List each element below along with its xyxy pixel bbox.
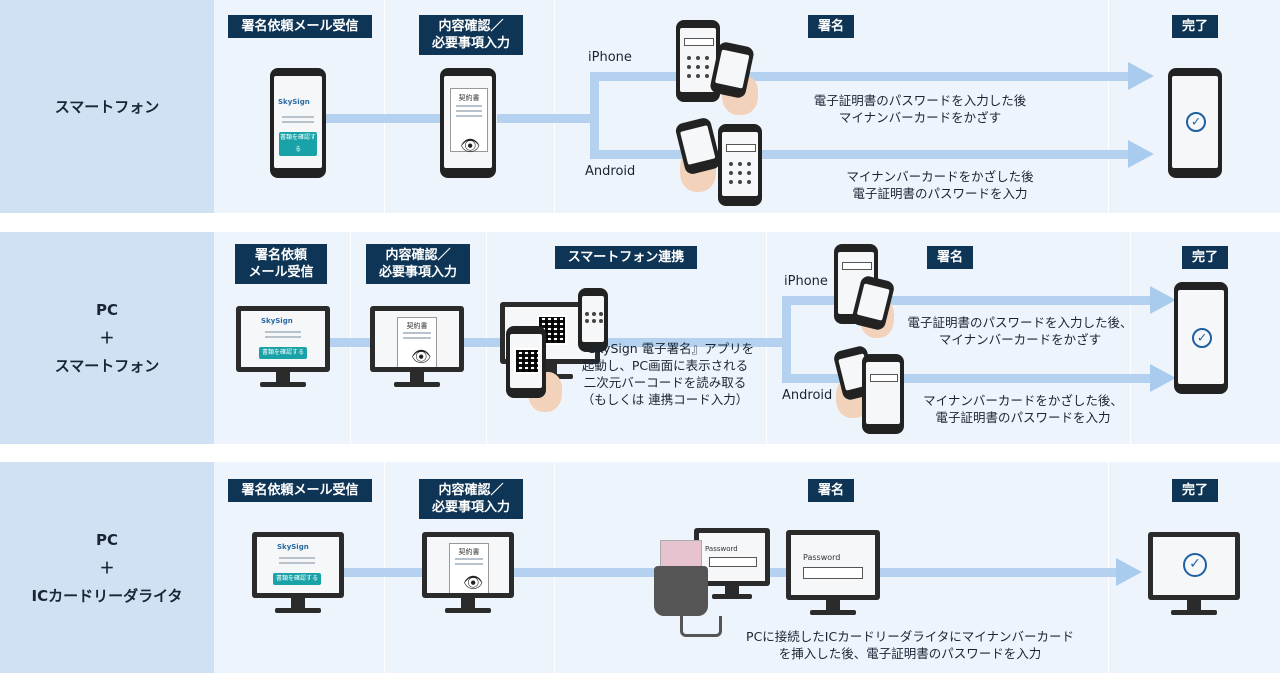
confirm-phone: 契約書 👁 bbox=[440, 68, 496, 178]
link-phone bbox=[578, 288, 608, 352]
flow-line bbox=[782, 296, 1152, 305]
check-icon: ✓ bbox=[1186, 112, 1206, 132]
step-mail: 署名依頼メール受信 bbox=[228, 15, 372, 38]
eye-check-icon: 👁 bbox=[463, 573, 484, 592]
step-done: 完了 bbox=[1172, 15, 1218, 38]
mail-confirm-button: 書類を確認する bbox=[259, 347, 307, 359]
skysign-logo: SkySign bbox=[277, 543, 309, 551]
step-mail: 署名依頼メール受信 bbox=[228, 479, 372, 502]
confirm-monitor: 契約書 👁 bbox=[422, 532, 514, 614]
flow-line bbox=[497, 114, 594, 123]
flow-line bbox=[600, 338, 790, 347]
row-label: PC ＋ ICカードリーダライタ bbox=[0, 462, 214, 673]
flow-arrow bbox=[1116, 558, 1142, 586]
android-device bbox=[718, 124, 762, 206]
eye-check-icon: 👁 bbox=[460, 136, 481, 155]
step-mail: 署名依頼 メール受信 bbox=[235, 244, 327, 284]
android-label: Android bbox=[585, 164, 636, 179]
iphone-label: iPhone bbox=[588, 50, 632, 65]
password-label: Password bbox=[705, 545, 738, 553]
done-monitor: ✓ bbox=[1148, 532, 1240, 616]
column-divider bbox=[1108, 462, 1109, 673]
row-label: スマートフォン bbox=[0, 0, 214, 213]
password-field bbox=[709, 557, 757, 567]
done-phone: ✓ bbox=[1174, 282, 1228, 394]
iphone-label: iPhone bbox=[784, 274, 828, 289]
column-divider bbox=[384, 462, 385, 673]
android-label: Android bbox=[782, 388, 833, 403]
row-label: PC ＋ スマートフォン bbox=[0, 232, 214, 444]
contract-document: 契約書 bbox=[449, 543, 489, 593]
done-phone: ✓ bbox=[1168, 68, 1222, 178]
eye-check-icon: 👁 bbox=[411, 347, 432, 366]
step-confirm: 内容確認／ 必要事項入力 bbox=[419, 15, 523, 55]
ic-card-reader-icon bbox=[654, 566, 708, 616]
check-icon: ✓ bbox=[1192, 328, 1212, 348]
contract-document: 契約書 bbox=[450, 88, 488, 152]
step-sign: 署名 bbox=[808, 15, 854, 38]
row-smartphone: スマートフォン 署名依頼メール受信 内容確認／ 必要事項入力 署名 完了 Sky… bbox=[0, 0, 1280, 213]
keypad-icon bbox=[585, 312, 603, 334]
row-pc-smartphone: PC ＋ スマートフォン 署名依頼 メール受信 内容確認／ 必要事項入力 スマー… bbox=[0, 232, 1280, 444]
keypad-icon bbox=[687, 56, 713, 86]
column-divider bbox=[554, 462, 555, 673]
column-divider bbox=[384, 0, 385, 213]
password-field bbox=[803, 567, 863, 579]
flow-arrow bbox=[1150, 286, 1176, 314]
flow-line bbox=[325, 114, 440, 123]
contract-title: 契約書 bbox=[458, 548, 480, 556]
mail-monitor: SkySign 書類を確認する bbox=[252, 532, 344, 614]
iphone-caption: 電子証明書のパスワードを入力した後 マイナンバーカードをかざす bbox=[813, 93, 1027, 125]
mail-confirm-button: 書類を確認する bbox=[273, 573, 321, 585]
step-link: スマートフォン連携 bbox=[555, 246, 697, 269]
password-label: Password bbox=[803, 553, 841, 562]
android-device bbox=[862, 354, 904, 434]
flow-line bbox=[782, 374, 1152, 383]
flow-line bbox=[462, 338, 502, 347]
confirm-monitor: 契約書 👁 bbox=[370, 306, 464, 388]
mail-phone: SkySign 書類を確認する bbox=[270, 68, 326, 178]
sign-monitor: Password bbox=[786, 530, 880, 616]
reader-cable bbox=[680, 616, 722, 637]
flow-arrow bbox=[1128, 62, 1154, 90]
column-divider bbox=[554, 0, 555, 213]
flow-arrow bbox=[1150, 364, 1176, 392]
step-confirm: 内容確認／ 必要事項入力 bbox=[419, 479, 523, 519]
sign-caption: PCに接続したICカードリーダライタにマイナンバーカード を挿入した後、電子証明… bbox=[746, 629, 1074, 661]
skysign-logo: SkySign bbox=[278, 98, 310, 106]
skysign-logo: SkySign bbox=[261, 317, 293, 325]
column-divider bbox=[1108, 0, 1109, 213]
step-done: 完了 bbox=[1172, 479, 1218, 502]
step-sign: 署名 bbox=[808, 479, 854, 502]
flow-line bbox=[318, 338, 378, 347]
flow-line bbox=[590, 150, 1130, 159]
flow-branch bbox=[782, 298, 791, 382]
mail-confirm-button: 書類を確認する bbox=[279, 132, 317, 156]
contract-document: 契約書 bbox=[397, 317, 437, 367]
qr-code bbox=[514, 348, 540, 374]
flow-line bbox=[590, 72, 1130, 81]
scanning-phone bbox=[506, 326, 546, 398]
contract-title: 契約書 bbox=[406, 322, 428, 330]
iphone-caption: 電子証明書のパスワードを入力した後、 マイナンバーカードをかざす bbox=[907, 315, 1133, 347]
check-icon: ✓ bbox=[1183, 553, 1207, 577]
android-caption: マイナンバーカードをかざした後 電子証明書のパスワードを入力 bbox=[846, 169, 1034, 201]
row-pc-ic-reader: PC ＋ ICカードリーダライタ 署名依頼メール受信 内容確認／ 必要事項入力 … bbox=[0, 462, 1280, 673]
step-confirm: 内容確認／ 必要事項入力 bbox=[366, 244, 470, 284]
step-done: 完了 bbox=[1182, 246, 1228, 269]
keypad-icon bbox=[729, 162, 755, 192]
contract-title: 契約書 bbox=[458, 94, 480, 102]
flow-branch bbox=[590, 74, 599, 158]
mail-monitor: SkySign 書類を確認する bbox=[236, 306, 330, 388]
flow-arrow bbox=[1128, 140, 1154, 168]
step-sign: 署名 bbox=[927, 246, 973, 269]
link-caption: 『SkySign 電子署名』アプリを 起動し、PC画面に表示される 二次元バーコ… bbox=[575, 341, 755, 407]
android-caption: マイナンバーカードをかざした後、 電子証明書のパスワードを入力 bbox=[923, 393, 1123, 425]
column-divider bbox=[1130, 232, 1131, 444]
